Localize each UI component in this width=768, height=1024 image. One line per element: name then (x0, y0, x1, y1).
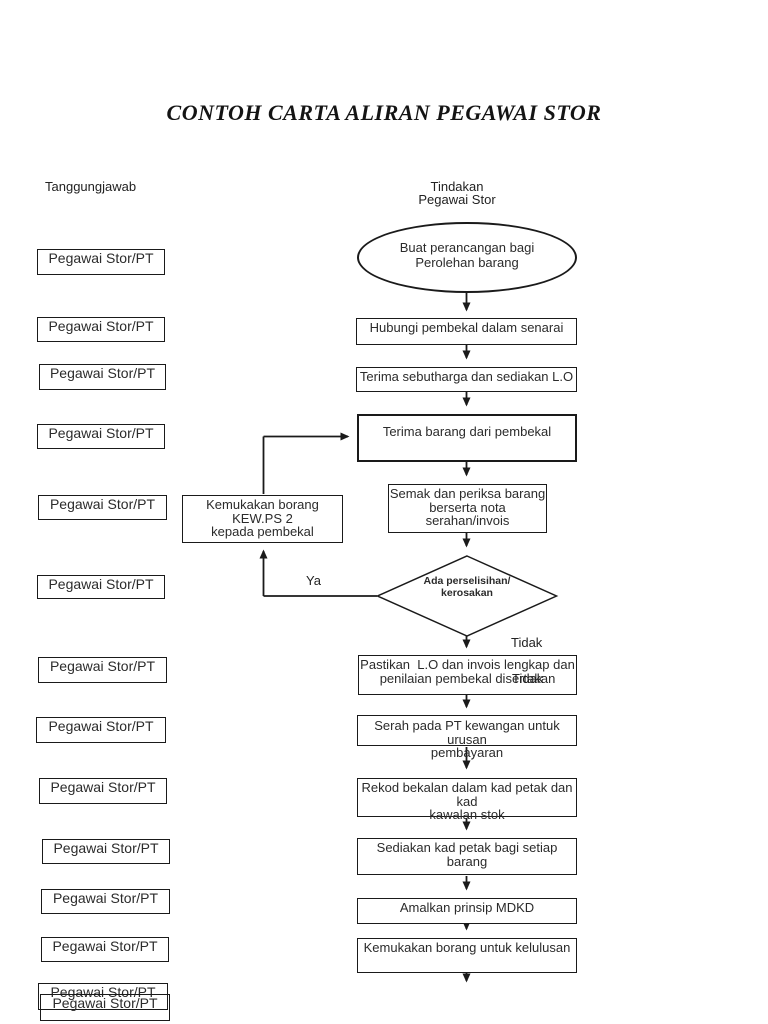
responsibility-label: Pegawai Stor/PT (48, 318, 154, 334)
column-header-responsibility: Tanggungjawab (45, 179, 137, 194)
responsibility-label: Pegawai Stor/PT (52, 890, 159, 906)
flow-step-amalkan-mdkd: Amalkan prinsip MDKD (357, 898, 577, 924)
responsibility-box: Pegawai Stor/PT (42, 839, 170, 864)
responsibility-label: Pegawai Stor/PT (53, 840, 159, 856)
flow-step-terima-barang: Terima barang dari pembekal (357, 414, 577, 462)
responsibility-box: Pegawai Stor/PT (41, 937, 169, 962)
responsibility-box: Pegawai Stor/PT (40, 994, 170, 1021)
flow-step-hubungi-pembekal: Hubungi pembekal dalam senarai (356, 318, 577, 345)
flow-step-kemukakan-borang: Kemukakan borang untuk kelulusan (357, 938, 577, 973)
responsibility-box: Pegawai Stor/PT (37, 317, 165, 342)
responsibility-box: Pegawai Stor/PT (38, 983, 168, 1010)
flow-loop-box-kewps2: Kemukakan borang KEW.PS 2 kepada pembeka… (182, 495, 343, 543)
flow-step-sediakan-kad-petak: Sediakan kad petak bagi setiap barang (357, 838, 577, 875)
edge-label-ya: Ya (306, 573, 321, 588)
responsibility-box: Pegawai Stor/PT (36, 717, 166, 743)
responsibility-box: Pegawai Stor/PT (39, 364, 166, 390)
responsibility-box: Pegawai Stor/PT (37, 424, 165, 449)
responsibility-box: Pegawai Stor/PT (38, 657, 167, 683)
page-title: CONTOH CARTA ALIRAN PEGAWAI STOR (166, 100, 602, 125)
flow-step-pastikan-lo: Pastikan L.O dan invois lengkap dan peni… (358, 655, 577, 695)
responsibility-label: Pegawai Stor/PT (49, 496, 156, 512)
column-header-action: Tindakan Pegawai Stor (418, 179, 496, 207)
responsibility-box: Pegawai Stor/PT (37, 575, 165, 599)
responsibility-label: Pegawai Stor/PT (48, 718, 154, 734)
responsibility-label: Pegawai Stor/PT (49, 658, 156, 674)
responsibility-box: Pegawai Stor/PT (39, 778, 167, 804)
responsibility-box: Pegawai Stor/PT (37, 249, 165, 275)
responsibility-label: Pegawai Stor/PT (49, 365, 156, 381)
responsibility-box: Pegawai Stor/PT (38, 495, 167, 520)
responsibility-box: Pegawai Stor/PT (41, 889, 170, 914)
flow-step-terima-sebutharga: Terima sebutharga dan sediakan L.O (356, 367, 577, 392)
edge-label-tidak: Tidak (511, 635, 543, 650)
responsibility-label: Pegawai Stor/PT (50, 984, 156, 1000)
responsibility-label: Pegawai Stor/PT (48, 250, 154, 266)
flow-step-semak-periksa: Semak dan periksa barang berserta nota s… (388, 484, 547, 533)
decision-label: Ada perselisihan/ kerosakan (423, 575, 511, 599)
flow-step-rekod-bekalan: Rekod bekalan dalam kad petak dan kad ka… (357, 778, 577, 821)
responsibility-label: Pegawai Stor/PT (48, 576, 154, 592)
responsibility-label: Pegawai Stor/PT (52, 995, 158, 1011)
decision-diamond (375, 555, 559, 637)
responsibility-label: Pegawai Stor/PT (50, 779, 156, 795)
responsibility-label: Pegawai Stor/PT (48, 425, 154, 441)
flow-step-serah-pt-kewangan: Serah pada PT kewangan untuk urusan pemb… (357, 715, 577, 759)
edge-label-tidak-overlap: Tidak (512, 671, 544, 686)
flow-node-start: Buat perancangan bagi Perolehan barang (357, 222, 577, 293)
responsibility-label: Pegawai Stor/PT (52, 938, 158, 954)
